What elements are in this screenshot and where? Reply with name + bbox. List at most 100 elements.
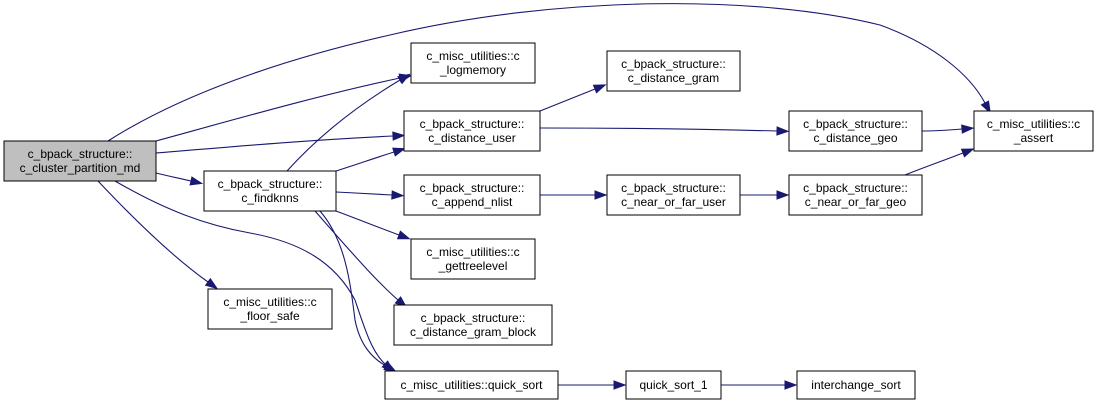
edge-line xyxy=(904,152,964,176)
edge-near_or_far_geo-to-assert xyxy=(904,148,975,176)
node-append-nlist[interactable]: c_bpack_structure::c_append_nlist xyxy=(403,174,541,216)
edge-distance_user-to-distance_gram xyxy=(539,84,607,112)
node-distance-user[interactable]: c_bpack_structure::c_distance_user xyxy=(403,110,541,152)
arrowhead xyxy=(392,147,406,157)
call-edges xyxy=(97,3,991,390)
edge-distance_geo-to-assert xyxy=(921,124,975,134)
node-distance-geo[interactable]: c_bpack_structure::c_distance_geo xyxy=(788,110,923,152)
edge-line xyxy=(114,180,386,365)
arrowhead xyxy=(396,230,411,240)
edge-findknns-to-logmemory xyxy=(286,73,411,172)
arrowhead xyxy=(594,190,608,200)
arrowhead xyxy=(189,176,204,186)
edge-append_nlist-to-near_or_far_user xyxy=(540,190,608,200)
edge-distance_user-to-distance_geo xyxy=(539,126,790,136)
node-box xyxy=(606,174,741,216)
node-interchange-sort[interactable]: interchange_sort xyxy=(796,370,916,400)
arrowhead xyxy=(204,277,219,290)
edge-line xyxy=(107,3,986,142)
node-label-line: c_bpack_structure:: xyxy=(803,181,908,195)
node-box xyxy=(606,50,741,92)
arrowhead xyxy=(784,380,798,390)
node-gettreelevel[interactable]: c_misc_utilities::c_gettreelevel xyxy=(410,238,536,280)
node-label-line: c_findknns xyxy=(241,191,298,205)
edge-cluster_partition_md-to-assert xyxy=(107,3,991,142)
node-label-line: c_bpack_structure:: xyxy=(218,177,323,191)
node-box xyxy=(203,170,337,212)
arrowhead xyxy=(391,190,405,200)
node-label-line: _assert xyxy=(1013,131,1054,145)
node-label-line: c_bpack_structure:: xyxy=(420,181,525,195)
node-label-line: c_near_or_far_geo xyxy=(805,195,907,209)
arrowhead xyxy=(961,124,975,134)
node-box xyxy=(393,304,553,346)
node-label-line: c_distance_gram_block xyxy=(410,325,537,339)
node-label-line: quick_sort_1 xyxy=(639,378,707,392)
node-quick-sort-1[interactable]: quick_sort_1 xyxy=(625,370,722,400)
node-label-line: interchange_sort xyxy=(811,378,901,392)
node-label-line: c_distance_gram xyxy=(628,71,719,85)
edge-line xyxy=(319,210,387,367)
arrowhead xyxy=(776,190,790,200)
node-box xyxy=(625,370,722,400)
node-findknns[interactable]: c_bpack_structure::c_findknns xyxy=(203,170,337,212)
arrowhead xyxy=(960,148,975,158)
edge-line xyxy=(155,135,394,154)
node-box xyxy=(788,174,923,216)
edge-cluster_partition_md-to-distance_user xyxy=(155,131,406,154)
node-label-line: c_misc_utilities::c xyxy=(223,295,316,309)
arrowhead xyxy=(392,131,406,141)
edge-cluster_partition_md-to-logmemory xyxy=(155,73,413,142)
node-box xyxy=(796,370,916,400)
node-near-or-far-user[interactable]: c_bpack_structure::c_near_or_far_user xyxy=(606,174,741,216)
node-box xyxy=(384,370,559,400)
edge-line xyxy=(335,191,393,196)
arrowhead xyxy=(776,126,790,136)
node-label-line: c_distance_geo xyxy=(813,131,897,145)
node-label-line: c_misc_utilities::c xyxy=(987,117,1080,131)
node-label-line: c_misc_utilities::c xyxy=(426,245,519,259)
edge-cluster_partition_md-to-floor_safe xyxy=(97,180,219,290)
node-label-line: c_bpack_structure:: xyxy=(803,117,908,131)
node-label-line: c_bpack_structure:: xyxy=(421,311,526,325)
node-box xyxy=(3,140,157,182)
edge-line xyxy=(155,77,401,142)
edge-line xyxy=(539,127,778,132)
edge-line xyxy=(155,172,192,182)
edge-findknns-to-quick_sort xyxy=(319,210,397,373)
node-floor-safe[interactable]: c_misc_utilities::c_floor_safe xyxy=(207,288,333,330)
edge-line xyxy=(335,210,400,236)
arrowhead xyxy=(613,380,627,390)
node-label-line: _logmemory xyxy=(439,63,506,77)
node-label-line: c_bpack_structure:: xyxy=(420,117,525,131)
node-near-or-far-geo[interactable]: c_bpack_structure::c_near_or_far_geo xyxy=(788,174,923,216)
node-box xyxy=(410,42,536,84)
edge-findknns-to-distance_user xyxy=(335,147,406,172)
node-distance-gram-block[interactable]: c_bpack_structure::c_distance_gram_block xyxy=(393,304,553,346)
node-assert[interactable]: c_misc_utilities::c_assert xyxy=(973,110,1094,152)
edge-line xyxy=(539,88,596,112)
node-cluster-partition-md[interactable]: c_bpack_structure::c_cluster_partition_m… xyxy=(3,140,157,182)
node-quick-sort[interactable]: c_misc_utilities::quick_sort xyxy=(384,370,559,400)
node-box xyxy=(403,174,541,216)
node-label-line: _floor_safe xyxy=(239,309,300,323)
arrowhead xyxy=(383,361,397,373)
edge-cluster_partition_md-to-findknns xyxy=(155,172,204,186)
edge-line xyxy=(97,180,209,283)
edge-line xyxy=(286,79,401,172)
edge-findknns-to-gettreelevel xyxy=(335,210,411,240)
arrowhead xyxy=(980,100,991,114)
node-label-line: c_bpack_structure:: xyxy=(621,57,726,71)
node-label-line: _gettreelevel xyxy=(438,259,508,273)
node-box xyxy=(788,110,923,152)
node-label-line: c_misc_utilities::c xyxy=(426,49,519,63)
node-logmemory[interactable]: c_misc_utilities::c_logmemory xyxy=(410,42,536,84)
node-label-line: c_near_or_far_user xyxy=(621,195,726,209)
node-label-line: c_bpack_structure:: xyxy=(28,147,133,161)
node-distance-gram[interactable]: c_bpack_structure::c_distance_gram xyxy=(606,50,741,92)
node-box xyxy=(207,288,333,330)
node-box xyxy=(403,110,541,152)
node-label-line: c_cluster_partition_md xyxy=(20,161,141,175)
edge-quick_sort_1-to-interchange_sort xyxy=(721,380,798,390)
node-box xyxy=(410,238,536,280)
